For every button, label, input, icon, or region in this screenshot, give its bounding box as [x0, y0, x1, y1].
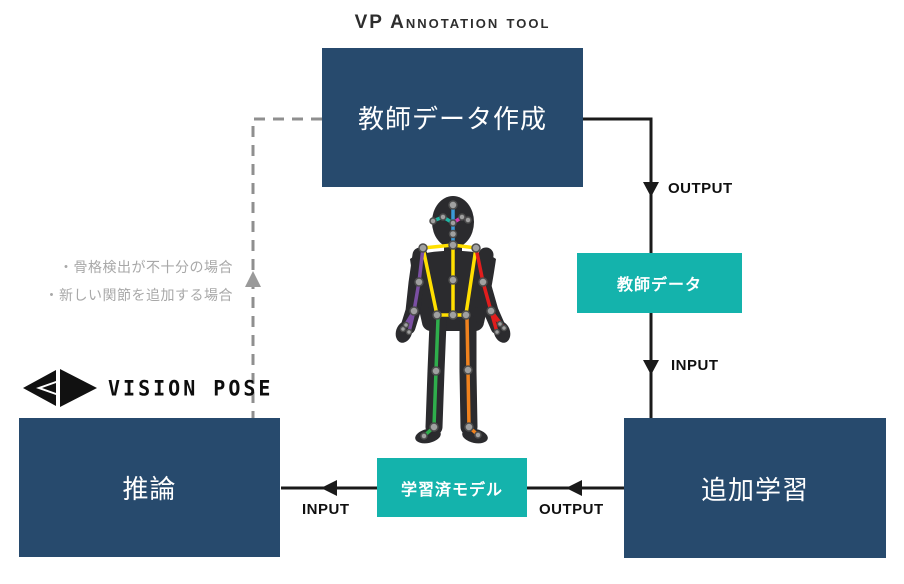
label-input-bottom: INPUT	[302, 501, 350, 518]
body-legs	[425, 314, 478, 436]
node-additional-training: 追加学習	[624, 418, 886, 558]
vision-pose-logo: VISION POSE	[22, 368, 273, 408]
vision-pose-logo-text: VISION POSE	[108, 375, 274, 401]
node-teacher-data: 教師データ	[577, 253, 742, 313]
node-label: 追加学習	[700, 474, 809, 505]
arrowhead-up-feedback	[245, 271, 261, 287]
arrowhead-left-output	[566, 480, 582, 496]
connector-feedback-dashed	[245, 117, 322, 418]
node-teacher-data-creation: 教師データ作成	[322, 48, 583, 187]
note-skeleton-detection: ・骨格検出が不十分の場合	[59, 259, 233, 275]
pose-skeleton-figure	[395, 196, 511, 444]
node-label: 教師データ作成	[357, 104, 547, 134]
node-trained-model: 学習済モデル	[377, 458, 527, 517]
node-label: 学習済モデル	[400, 481, 503, 499]
connector-output-path	[583, 117, 659, 418]
arrowhead-left-input	[321, 480, 337, 496]
feedback-notes: ・骨格検出が不十分の場合 ・新しい関節を追加する場合	[0, 253, 233, 309]
node-inference: 推論	[19, 418, 280, 557]
label-input-right: INPUT	[671, 357, 719, 374]
note-new-joint: ・新しい関節を追加する場合	[44, 287, 233, 303]
app-title: VP Annotation tool	[354, 12, 551, 33]
skeleton-joints	[399, 200, 508, 440]
arrowhead-down-output	[643, 182, 659, 197]
vision-pose-logo-icon	[23, 369, 97, 407]
node-label: 推論	[122, 474, 177, 504]
label-output-bottom: OUTPUT	[539, 501, 604, 518]
label-output-top: OUTPUT	[668, 180, 733, 197]
arrowhead-down-input	[643, 360, 659, 375]
node-label: 教師データ	[616, 277, 702, 294]
